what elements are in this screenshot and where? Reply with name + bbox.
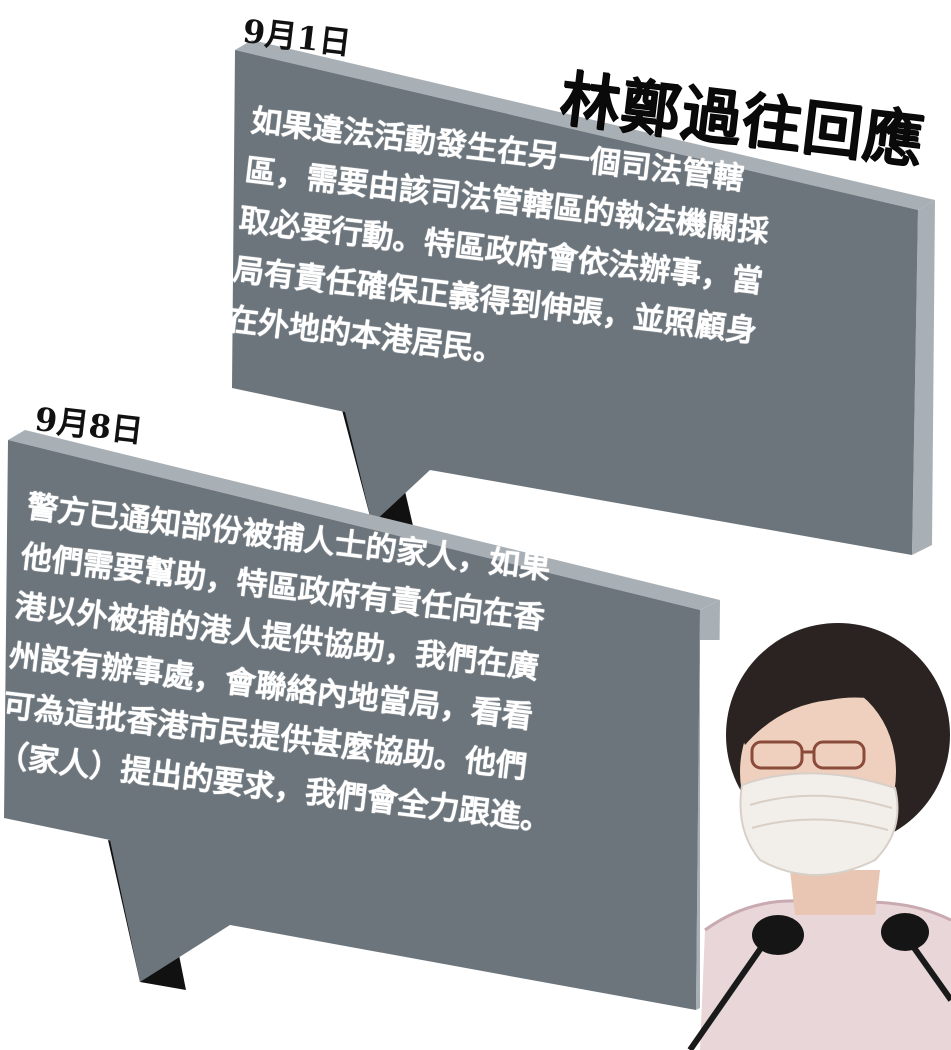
- bubble-2-face: [4, 440, 700, 1010]
- bubble-1-side: [235, 40, 935, 210]
- speaker-photo: [687, 623, 951, 1050]
- bubble-1-side-right: [912, 200, 935, 555]
- bubble-2-side: [8, 430, 720, 610]
- bubble-1-face: [232, 50, 918, 555]
